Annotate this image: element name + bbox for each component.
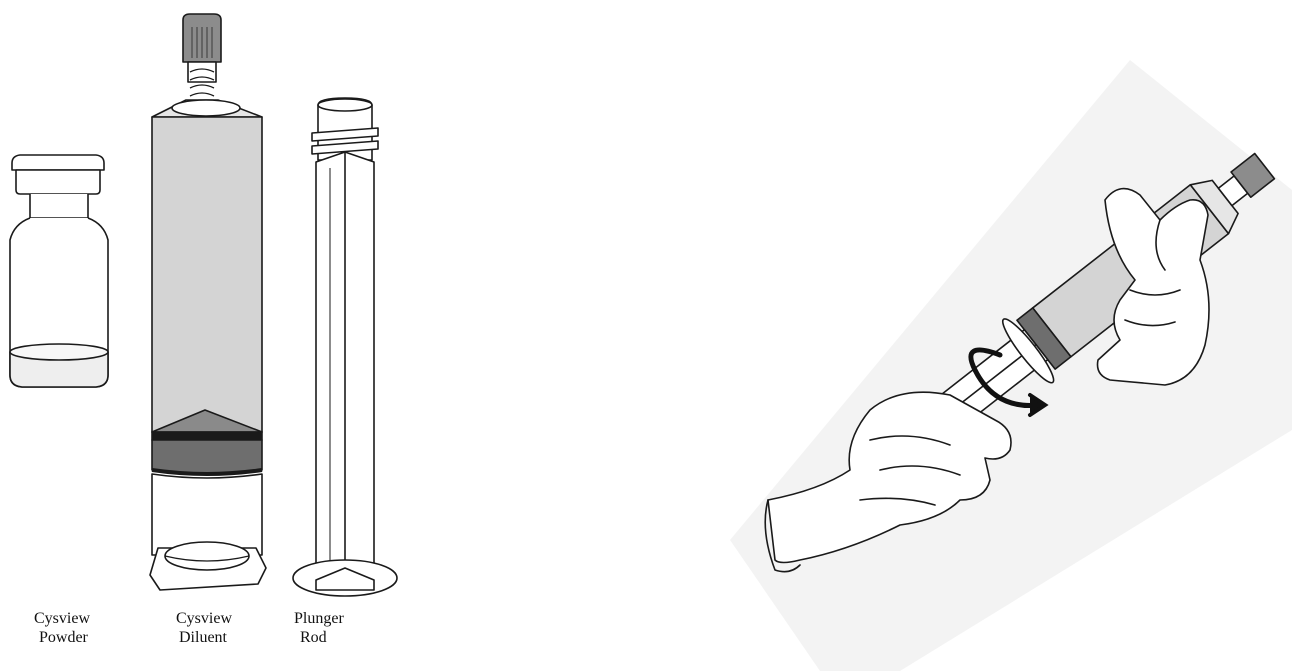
powder-label-line1: Cysview [34, 609, 90, 628]
diluent-label-line2: Diluent [176, 628, 232, 647]
plunger-label-line2: Rod [294, 628, 344, 647]
powder-label: Cysview Powder [34, 609, 90, 647]
diluent-label-line1: Cysview [176, 609, 232, 628]
prefilled-syringe-icon [150, 14, 266, 590]
plunger-label-line1: Plunger [294, 609, 344, 628]
hands-twisting-syringe-icon [730, 60, 1292, 671]
vial-icon [10, 155, 108, 387]
powder-label-line2: Powder [34, 628, 90, 647]
plunger-rod-icon [293, 98, 397, 596]
plunger-label: Plunger Rod [294, 609, 344, 647]
diluent-label: Cysview Diluent [176, 609, 232, 647]
